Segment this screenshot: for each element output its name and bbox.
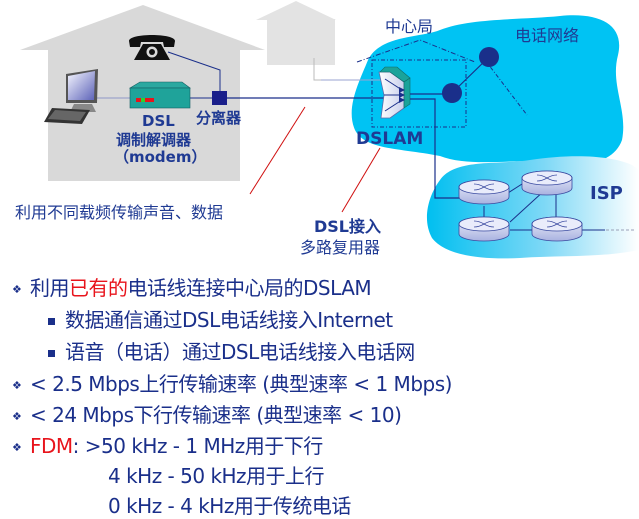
isp-label: ISP xyxy=(590,183,623,204)
modem-label-line2: 调制解调器 xyxy=(116,131,192,149)
isp-router-icon xyxy=(521,170,573,196)
dsl-network-diagram: 分离器 DSL 调制解调器 （modem） 利用不同载频传输声音、数据 中心局 … xyxy=(15,1,639,259)
central-office-label: 中心局 xyxy=(385,17,434,36)
splitter-label: 分离器 xyxy=(196,109,242,127)
dslam-annotation-line1: DSL接入 xyxy=(314,217,382,236)
bullet-item: ❖利用已有的电话线连接中心局的DSLAM xyxy=(12,276,372,300)
telephone-icon xyxy=(129,35,175,60)
co-switch-icon xyxy=(442,83,462,103)
bullet-item: ❖< 2.5 Mbps上行传输速率 (典型速率 < 1 Mbps) xyxy=(12,372,452,396)
central-office-boundary xyxy=(371,59,467,128)
square-bullet-icon xyxy=(48,318,55,325)
dslam-device xyxy=(378,66,411,119)
dsl-modem xyxy=(128,81,191,109)
isp-router-links xyxy=(483,183,605,231)
sub-bullet-item: 数据通信通过DSL电话线接入Internet xyxy=(48,304,393,333)
modem-label-line3: （modem） xyxy=(114,148,207,166)
home-house xyxy=(20,5,265,181)
diagram-graphics xyxy=(20,1,639,259)
dslam-label: DSLAM xyxy=(356,129,424,149)
bullet-item: ❖FDM: >50 kHz - 1 MHz用于下行 xyxy=(12,434,323,458)
continuation-line: 4 kHz - 50 kHz用于上行 xyxy=(108,464,325,488)
computer-icon xyxy=(44,69,98,124)
isp-router-icon xyxy=(458,179,510,205)
phone-network-switch-icon xyxy=(479,47,499,67)
isp-router-icon xyxy=(531,216,583,242)
annotation-pointer-line xyxy=(341,147,381,213)
diamond-bullet-icon: ❖ xyxy=(12,379,22,392)
neighbor-house xyxy=(256,1,336,81)
diamond-bullet-icon: ❖ xyxy=(12,441,22,454)
bullet-item: ❖< 24 Mbps下行传输速率 (典型速率 < 10) xyxy=(12,403,402,427)
continuation-line: 0 kHz - 4 kHz用于传统电话 xyxy=(108,494,351,518)
square-bullet-icon xyxy=(48,350,55,357)
splitter-box xyxy=(212,91,227,105)
dslam-annotation-line2: 多路复用器 xyxy=(300,238,381,257)
sub-bullet-item: 语音（电话）通过DSL电话线接入电话网 xyxy=(48,336,415,365)
diamond-bullet-icon: ❖ xyxy=(12,410,22,423)
telephone-network-label: 电话网络 xyxy=(515,26,580,45)
modem-label-line1: DSL xyxy=(142,112,175,130)
isp-router-icon xyxy=(458,216,510,242)
annotation-pointer-line xyxy=(249,106,306,195)
frequency-annotation: 利用不同载频传输声音、数据 xyxy=(15,203,224,222)
isp-cloud xyxy=(426,156,639,259)
diamond-bullet-icon: ❖ xyxy=(12,283,22,296)
